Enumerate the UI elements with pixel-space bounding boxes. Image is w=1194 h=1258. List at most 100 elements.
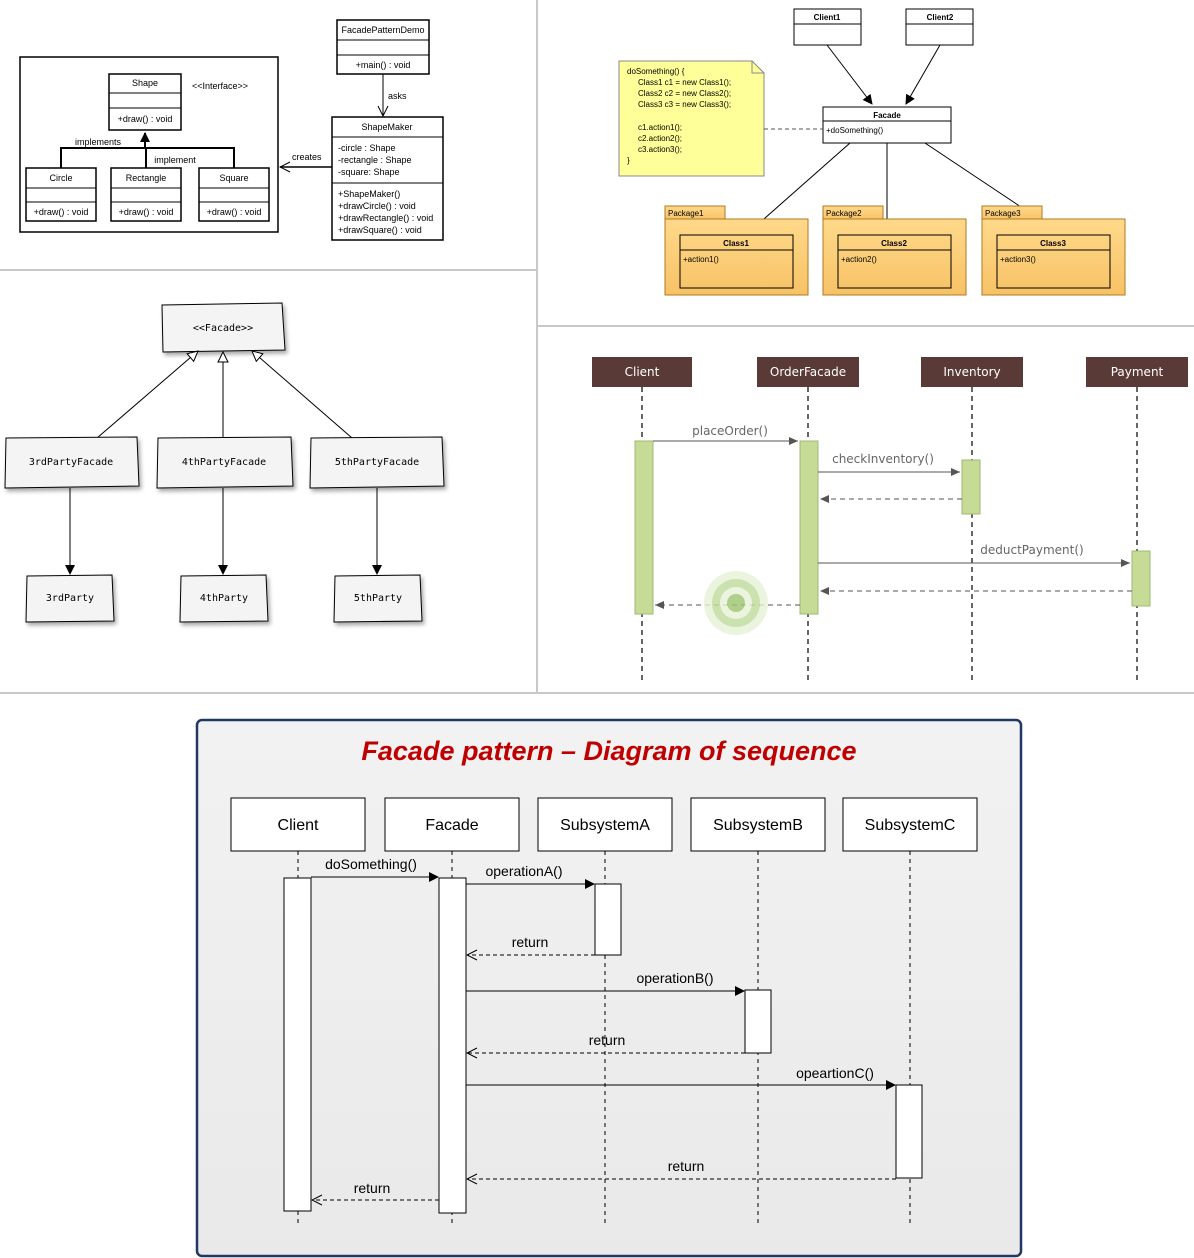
note-line: Class2 c2 = new Class2(); (638, 89, 731, 98)
client2-name: Client2 (927, 13, 954, 22)
seq-msg-operationa: operationA() (485, 863, 562, 879)
note-line: Class1 c1 = new Class1(); (638, 78, 731, 87)
seq-msg-operationb: operationB() (636, 970, 713, 986)
sketch-party-4th: 4thParty (179, 574, 269, 623)
seq-activation-subsystemb (744, 989, 772, 1054)
creates-label: creates (292, 152, 322, 162)
interface-stereotype: <<Interface>> (192, 81, 248, 91)
package2-label: Package2 (826, 209, 862, 218)
circle-class: Circle +draw() : void (25, 167, 97, 222)
package2: Package2 Class2 +action2() (822, 205, 967, 296)
activation-payment (1131, 550, 1151, 607)
client2-box: Client2 (905, 8, 974, 46)
class1-name: Class1 (723, 239, 749, 248)
square-name: Square (219, 173, 248, 183)
shapemaker-field: -square: Shape (338, 167, 400, 177)
note-line: } (627, 156, 630, 165)
seq-lifeline-facade-label: Facade (425, 817, 478, 834)
activation-inventory (961, 459, 981, 515)
msg-checkinventory: checkInventory() (832, 452, 934, 466)
seq-lifeline-subsystema-label: SubsystemA (560, 817, 650, 834)
order-headers: Client OrderFacade Inventory Payment (592, 357, 1188, 387)
shape-interface: Shape +draw() : void (108, 73, 182, 131)
lifeline-header-inventory-label: Inventory (943, 365, 1000, 379)
shape-name: Shape (132, 78, 158, 88)
seq-lifeline-subsystema (537, 797, 673, 852)
square-method: +draw() : void (207, 207, 262, 217)
rectangle-name: Rectangle (126, 173, 167, 183)
shapemaker-method: +drawRectangle() : void (338, 213, 433, 223)
rectangle-method: +draw() : void (119, 207, 174, 217)
class3-name: Class3 (1040, 239, 1066, 248)
seq-msg-operationc: opeartionC() (796, 1065, 874, 1081)
implements-label: implements (75, 137, 122, 147)
shapemaker-field: -rectangle : Shape (338, 155, 412, 165)
package1-label: Package1 (668, 209, 704, 218)
seq-lifeline-subsystemb (690, 797, 826, 852)
demo-name: FacadePatternDemo (341, 25, 424, 35)
seq-msg-return-a: return (512, 934, 549, 950)
code-note: doSomething() { Class1 c1 = new Class1()… (618, 60, 765, 177)
note-line: c2.action2(); (638, 134, 682, 143)
sketch-diagram-panel: <<Facade>> 3rdPartyFacade 4thPartyFacade… (4, 302, 445, 623)
client1-box: Client1 (793, 8, 862, 46)
seq-activation-client (283, 877, 312, 1212)
sketch-facade-5th: 5thPartyFacade (309, 436, 445, 489)
facade-sequence-frame (195, 718, 1023, 1258)
square-class: Square +draw() : void (198, 167, 270, 222)
class3-method: +action3() (1000, 255, 1036, 264)
seq-lifeline-subsystemc (842, 797, 978, 852)
shapemaker-method: +ShapeMaker() (338, 189, 400, 199)
client1-name: Client1 (814, 13, 841, 22)
package1: Package1 Class1 +action1() (664, 205, 809, 296)
shapemaker-class: ShapeMaker -circle : Shape -rectangle : … (331, 116, 444, 241)
sketch-facade-4th-label: 4thPartyFacade (182, 457, 266, 468)
order-sequence-panel: Client OrderFacade Inventory Payment pla… (592, 357, 1188, 680)
lifeline-header-orderfacade (757, 357, 859, 387)
package3: Package3 Class3 +action3() (981, 205, 1126, 296)
sketch-party-5th: 5thParty (333, 574, 423, 623)
rectangle-class: Rectangle +draw() : void (110, 167, 182, 222)
class2-name: Class2 (881, 239, 907, 248)
shapemaker-name: ShapeMaker (361, 122, 412, 132)
seq-activation-subsystemc (895, 1084, 923, 1179)
watermark-seal-icon (704, 571, 768, 635)
lifeline-header-payment-label: Payment (1111, 365, 1164, 379)
activation-client (634, 440, 654, 615)
sketch-facade-3rd-label: 3rdPartyFacade (29, 457, 113, 468)
shapemaker-method: +drawCircle() : void (338, 201, 416, 211)
seq-lifeline-client-label: Client (278, 817, 319, 834)
shapemaker-method: +drawSquare() : void (338, 225, 422, 235)
sketch-facade-label: <<Facade>> (193, 323, 253, 334)
msg-deductpayment: deductPayment() (980, 543, 1083, 557)
sketch-facade-3rd: 3rdPartyFacade (4, 436, 140, 489)
sketch-facade-box: <<Facade>> (161, 302, 286, 353)
implements-connectors (60, 132, 235, 168)
asks-label: asks (388, 91, 407, 101)
circle-method: +draw() : void (34, 207, 89, 217)
package-diagram-panel: Client1 Client2 Facade +doSomething() do… (618, 8, 1126, 296)
msg-placeorder: placeOrder() (692, 424, 768, 438)
shapemaker-field: -circle : Shape (338, 143, 396, 153)
seq-activation-facade (438, 877, 467, 1214)
sketch-party-3rd: 3rdParty (25, 574, 115, 623)
sketch-facade-4th: 4thPartyFacade (156, 436, 294, 489)
circle-name: Circle (49, 173, 72, 183)
class2-method: +action2() (841, 255, 877, 264)
demo-class: FacadePatternDemo +main() : void (336, 19, 430, 75)
note-line: c3.action3(); (638, 145, 682, 154)
package3-label: Package3 (985, 209, 1021, 218)
lifeline-header-client-label: Client (625, 365, 660, 379)
sketch-party-4th-label: 4thParty (200, 593, 248, 604)
facade-class-box: Facade +doSomething() (822, 106, 952, 144)
lifeline-header-orderfacade-label: OrderFacade (770, 365, 846, 379)
facade-method: +doSomething() (826, 126, 883, 135)
class-diagram-panel: Shape +draw() : void <<Interface>> Circl… (19, 19, 444, 241)
lifeline-header-client (592, 357, 692, 387)
activation-orderfacade (799, 440, 819, 615)
seq-msg-dosomething: doSomething() (325, 856, 417, 872)
seq-msg-return-b: return (589, 1032, 626, 1048)
seq-msg-return-client: return (354, 1180, 391, 1196)
note-line: c1.action1(); (638, 123, 682, 132)
